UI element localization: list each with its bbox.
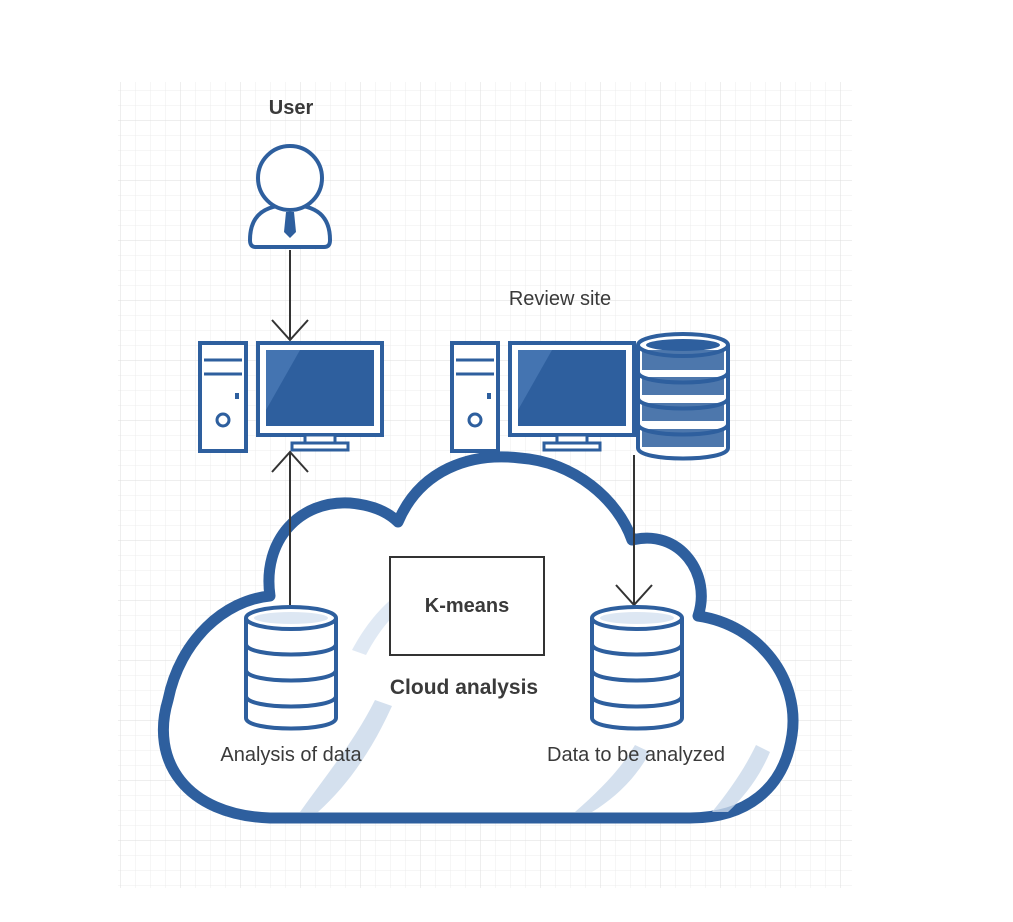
kmeans-label: K-means	[425, 595, 509, 617]
cloud-analysis-label: Cloud analysis	[390, 676, 538, 699]
data-to-be-analyzed-label: Data to be analyzed	[547, 744, 725, 766]
arrow-review-to-data	[615, 455, 653, 607]
arrow-analysis-to-computer	[271, 450, 309, 605]
user-icon	[247, 144, 333, 249]
review-site-label: Review site	[509, 288, 611, 310]
user-computer-icon	[198, 341, 384, 453]
review-site-computer-icon	[450, 341, 636, 453]
data-to-be-analyzed-database-icon	[590, 605, 684, 731]
review-site-database-icon	[636, 332, 730, 461]
analysis-database-icon	[244, 605, 338, 731]
user-label: User	[269, 97, 314, 119]
analysis-of-data-label: Analysis of data	[220, 744, 362, 766]
kmeans-box	[389, 556, 545, 656]
arrow-user-to-computer	[271, 250, 309, 342]
